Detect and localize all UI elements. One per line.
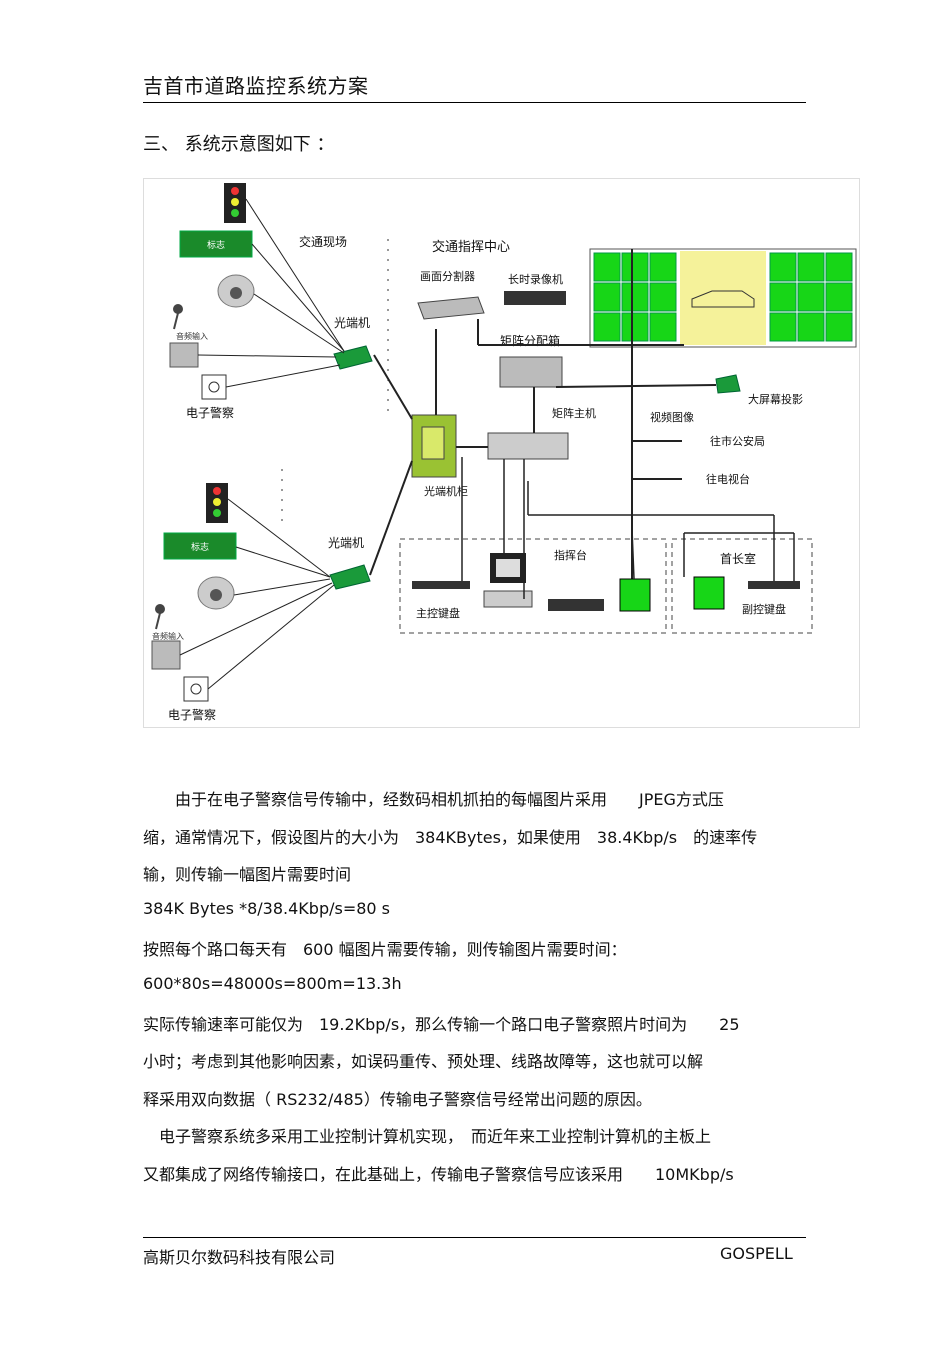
speaker-icon [169, 342, 199, 368]
video-wall-tile [797, 252, 825, 282]
video-wall-tile [649, 282, 677, 312]
video-wall-tile [797, 312, 825, 342]
svg-text:画面分割器: 画面分割器 [420, 269, 475, 283]
monitor-green-2 [693, 576, 725, 610]
svg-text:往市公安局: 往市公安局 [710, 434, 765, 448]
section-heading: 三、 系统示意图如下 ： [143, 134, 335, 155]
svg-text:矩阵主机: 矩阵主机 [552, 406, 596, 420]
traffic-light-icon [224, 183, 246, 223]
video-wall-tile [825, 312, 853, 342]
svg-text:主控键盘: 主控键盘 [416, 606, 460, 620]
svg-text:交通现场: 交通现场 [299, 234, 347, 249]
matrix-host-device [487, 432, 569, 460]
camera-dome-icon [217, 274, 255, 308]
svg-text:长时录像机: 长时录像机 [508, 272, 563, 286]
video-wall-tile [593, 282, 621, 312]
sub-keyboard-device [748, 581, 800, 589]
long-recorder-device [504, 291, 566, 305]
screen-splitter-device [417, 296, 485, 320]
svg-text:光端机柜: 光端机柜 [424, 484, 468, 498]
svg-text:光端机: 光端机 [328, 536, 364, 550]
speaker-icon-2 [151, 640, 181, 670]
body-line-4: 384K Bytes *8/38.4Kbp/s=80 s [143, 899, 391, 918]
body-line-7: 实际传输速率可能仅为 19.2Kbp/s，那么传输一个路口电子警察照片时间为 2… [143, 1015, 740, 1034]
microphone-icon [173, 304, 183, 330]
svg-text:电子警察: 电子警察 [168, 707, 216, 722]
video-wall-tile [621, 312, 649, 342]
header-divider [143, 102, 806, 103]
svg-text:电子警察: 电子警察 [186, 405, 234, 420]
svg-text:副控键盘: 副控键盘 [742, 602, 786, 616]
footer-company: 高斯贝尔数码科技有限公司 [143, 1248, 336, 1267]
e-police-camera-icon-2 [183, 676, 209, 702]
optical-transceiver-top-icon [333, 345, 373, 370]
video-wall-tile [769, 282, 797, 312]
video-wall-tile [825, 252, 853, 282]
svg-text:音频输入: 音频输入 [176, 331, 208, 341]
svg-text:音频输入: 音频输入 [152, 631, 184, 641]
svg-text:光端机: 光端机 [334, 316, 370, 330]
svg-text:视频图像: 视频图像 [650, 410, 694, 424]
footer-divider [143, 1237, 806, 1238]
recorder-device [548, 599, 604, 611]
svg-text:首长室: 首长室 [720, 551, 756, 566]
main-keyboard-device [412, 581, 470, 589]
body-line-2: 缩，通常情况下，假设图片的大小为 384KBytes，如果使用 38.4Kbp/… [143, 828, 758, 847]
body-line-6: 600*80s=48000s=800m=13.3h [143, 974, 402, 993]
traffic-light-icon-2 [206, 483, 228, 523]
video-wall-tile [593, 252, 621, 282]
body-line-3: 输，则传输一幅图片需要时间 [143, 865, 352, 884]
body-line-11: 又都集成了网络传输接口，在此基础上，传输电子警察信号应该采用 10MKbp/s [143, 1165, 734, 1184]
body-line-10: 电子警察系统多采用工业控制计算机实现， 而近年来工业控制计算机的主板上 [143, 1127, 712, 1146]
video-wall-tiles [593, 252, 853, 342]
svg-text:往电视台: 往电视台 [706, 472, 750, 486]
body-line-1: 由于在电子警察信号传输中，经数码相机抓拍的每幅图片采用 JPEG方式压 [143, 790, 724, 809]
e-police-camera-icon [201, 374, 227, 400]
car-icon [691, 290, 755, 308]
video-wall-tile [769, 252, 797, 282]
footer-brand: GOSPELL [720, 1244, 793, 1263]
video-wall-tile [797, 282, 825, 312]
svg-text:标志: 标志 [191, 541, 209, 553]
optical-transceiver-bottom-icon [329, 564, 371, 590]
projector-icon [715, 374, 741, 394]
system-diagram: 标志 音频输入 电子警察 交通现场 光端机 标志 音频输入 电子警察 光端机 交… [143, 178, 860, 728]
monitor-green-1 [619, 578, 651, 612]
system-diagram-svg: 标志 音频输入 电子警察 交通现场 光端机 标志 音频输入 电子警察 光端机 交… [151, 183, 857, 722]
video-wall-tile [769, 312, 797, 342]
video-wall-tile [649, 312, 677, 342]
svg-text:大屏幕投影: 大屏幕投影 [748, 392, 803, 406]
video-wall-tile [825, 282, 853, 312]
matrix-distributor-device [499, 356, 563, 388]
svg-text:指挥台: 指挥台 [554, 548, 587, 562]
video-wall-tile [621, 252, 649, 282]
svg-text:标志: 标志 [207, 239, 225, 251]
body-line-9: 释采用双向数据（ RS232/485）传输电子警察信号经常出问题的原因。 [143, 1090, 652, 1109]
svg-text:交通指挥中心: 交通指挥中心 [432, 239, 510, 255]
microphone-icon-2 [155, 604, 165, 630]
video-wall-tile [649, 252, 677, 282]
body-line-8: 小时；考虑到其他影响因素，如误码重传、预处理、线路故障等，这也就可以解 [143, 1052, 704, 1071]
video-wall-tile [621, 282, 649, 312]
video-wall-tile [593, 312, 621, 342]
body-line-5: 按照每个路口每天有 600 幅图片需要传输，则传输图片需要时间： [143, 940, 627, 959]
page-header-title: 吉首市道路监控系统方案 [143, 74, 369, 98]
road-sign-icon-2 [163, 532, 237, 560]
